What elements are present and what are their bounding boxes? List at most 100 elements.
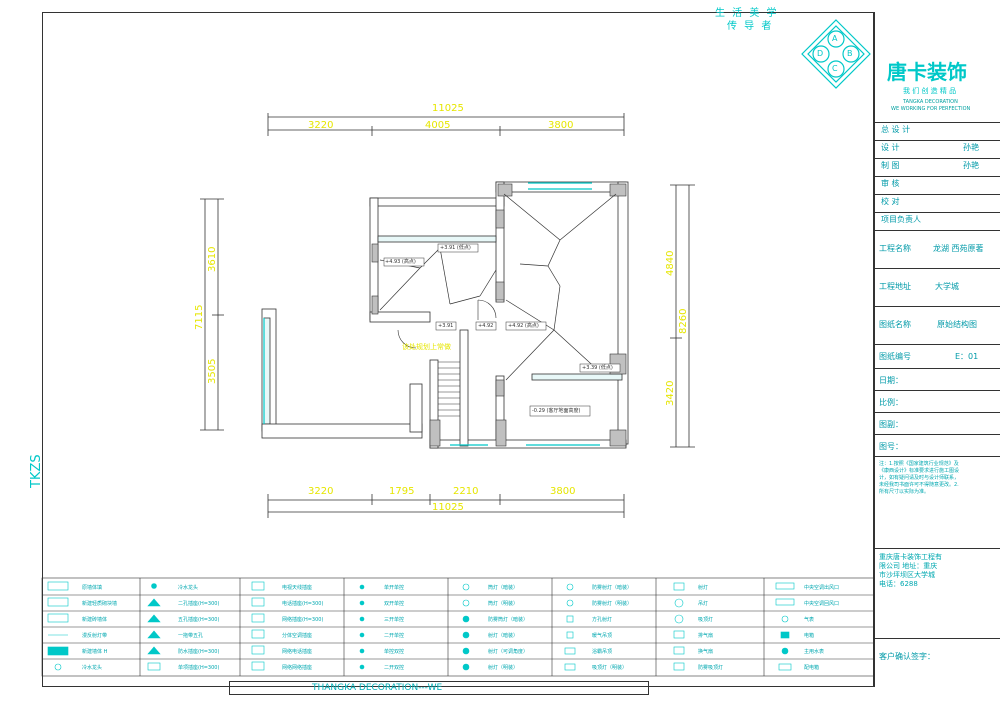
tb-company-block: 重庆唐卡装饰工程有限公司 地址：重庆市沙坪坝区大学城 电话：6288 [875,548,1000,610]
legend: 原墙体填 冷水龙头 电视天线插座 单开单控 筒灯（暗装） 防雾射灯（暗装） 射灯… [42,578,874,678]
legend-item: 单控双控 [384,649,405,655]
legend-item: 原墙体填 [82,585,103,591]
annotation: +4.93 (高点) [385,259,416,265]
tb-project-addr: 工程地址 大学城 [875,268,1000,306]
legend-item: 单开单控 [384,585,405,591]
legend-item: 五孔插座(H=300) [178,617,220,623]
legend-item: 单项插座(H=300) [178,665,220,671]
windows [263,182,600,446]
annotation: +4.92 [478,323,494,329]
legend-item: 冷水龙头 [178,585,199,591]
tb-sheet: 图副： [875,412,1000,434]
stairs [438,361,460,417]
legend-item: 冷水龙头 [82,665,103,671]
legend-item: 射灯（暗装） [488,633,519,639]
dim-bottom-seg-1: 3220 [308,486,334,497]
legend-item: 射灯（明装） [488,665,519,671]
company-en-name: TANGKA DECORATION [903,99,958,105]
dim-bottom-seg-3: 2210 [453,486,479,497]
legend-item: 吸顶灯 [698,617,714,623]
dim-top-seg-1: 3220 [308,120,334,131]
tb-row-1: 设 计 孙艳 [875,140,1000,158]
logo-letter-a: A [832,34,838,43]
legend-item: 防雾射灯（暗装） [592,585,633,591]
legend-item: 筒灯（明装） [488,601,519,607]
legend-item: 漫反射灯带 [82,633,108,639]
company-en-tagline: WE WORKING FOR PERFECTION [891,106,971,112]
company-name: 唐卡装饰 [887,60,967,84]
legend-item: 吸顶灯（明装） [592,665,628,671]
legend-item: 二开单控 [384,633,405,639]
dim-lines-top [267,113,625,136]
slogan-line-2: 传 导 者 [727,21,774,32]
dim-bottom-total: 11025 [432,502,464,513]
tb-drawing-no: 图纸编号 E：01 [875,344,1000,368]
annotation: +3.91 [438,323,454,329]
doors [397,299,497,349]
legend-item: 筒灯（暗装） [488,585,519,591]
legend-item: 网络插座(H=300) [282,617,324,623]
columns [371,183,627,447]
legend-item: 网络电话插座 [282,649,313,655]
legend-item: 换气扇 [698,649,714,655]
logo-letter-b: B [847,49,853,58]
tb-drawing-name: 图纸名称 原始结构图 [875,306,1000,344]
company-tagline: 我 们 创 造 精 品 [903,87,957,95]
dim-top-seg-3: 3800 [548,120,574,131]
legend-item: 防雾射灯（明装） [592,601,633,607]
tb-notes: 注：1.按照《国家建筑行业规范》及《康西设计》标准要求进行施工图设计，如有疑问请… [875,456,1000,548]
legend-item: 防水插座(H=300) [178,649,220,655]
legend-item: 新建砖墙体 [82,617,108,623]
legend-item: 一拖带五孔 [178,633,204,639]
slogan-line-1: 生 活 美 学 [715,8,779,19]
legend-item: 防雾吸顶灯 [698,665,724,671]
dim-bottom-seg-2: 1795 [389,486,415,497]
legend-item: 配电箱 [804,665,820,671]
tb-row-4: 校 对 [875,194,1000,212]
tb-project-name: 工程名称 龙湖 西苑原著 [875,230,1000,268]
legend-item: 气表 [804,617,815,623]
drawing-frame [42,12,874,687]
annotation-note: 该处规划上常做 [402,343,451,351]
tb-scale: 比例： [875,390,1000,412]
annotation: +3.39 (低点) [582,365,613,371]
legend-item: 新建墙体 H [82,649,108,655]
tb-date: 日期： [875,368,1000,390]
legend-item: 暖气吊顶 [592,633,613,639]
dim-lines-left [200,198,224,431]
legend-item: 电箱 [804,633,815,639]
legend-item: 电话插座(H=300) [282,601,324,607]
dim-top-total: 11025 [432,103,464,114]
legend-item: 分体空调插座 [282,633,313,639]
legend-item: 吊灯 [698,601,709,607]
dim-bottom-seg-4: 3800 [550,486,576,497]
legend-item: 主用水表 [804,649,825,655]
tb-row-5: 项目负责人 [875,212,1000,230]
tb-figure: 图号： [875,434,1000,456]
annotation: +4.92 (高点) [508,323,539,329]
bottom-bar: THANGKA DECORATION---WE [229,681,649,695]
legend-item: 防雾筒灯（暗装） [488,617,529,623]
legend-item: 电视天线插座 [282,585,313,591]
dim-lines-bottom [267,494,625,518]
legend-item: 浴霸吊顶 [592,649,613,655]
legend-item: 网络网络插座 [282,665,313,671]
legend-item: 射灯（可调角度） [488,649,529,655]
tb-row-2: 制 图 孙艳 [875,158,1000,176]
legend-item: 二开双控 [384,665,405,671]
logo-letter-d: D [817,49,824,58]
legend-item: 射灯 [698,585,709,591]
bottom-bar-text: THANGKA DECORATION---WE [312,683,443,693]
legend-item: 排气扇 [698,633,714,639]
dim-top-seg-2: 4005 [425,120,451,131]
tb-row-0: 总 设 计 [875,122,1000,140]
legend-item: 方孔射灯 [592,617,613,623]
tb-client: 客户确认签字： [875,638,1000,687]
legend-item: 二孔插座(H=300) [178,601,220,607]
title-block: 唐卡装饰 我 们 创 造 精 品 TANGKA DECORATION WE WO… [874,12,1000,687]
legend-item: 双开单控 [384,601,405,607]
legend-item: 新建轻质砌块墙 [82,601,118,607]
logo-letter-c: C [832,64,838,73]
tb-row-3: 审 核 [875,176,1000,194]
